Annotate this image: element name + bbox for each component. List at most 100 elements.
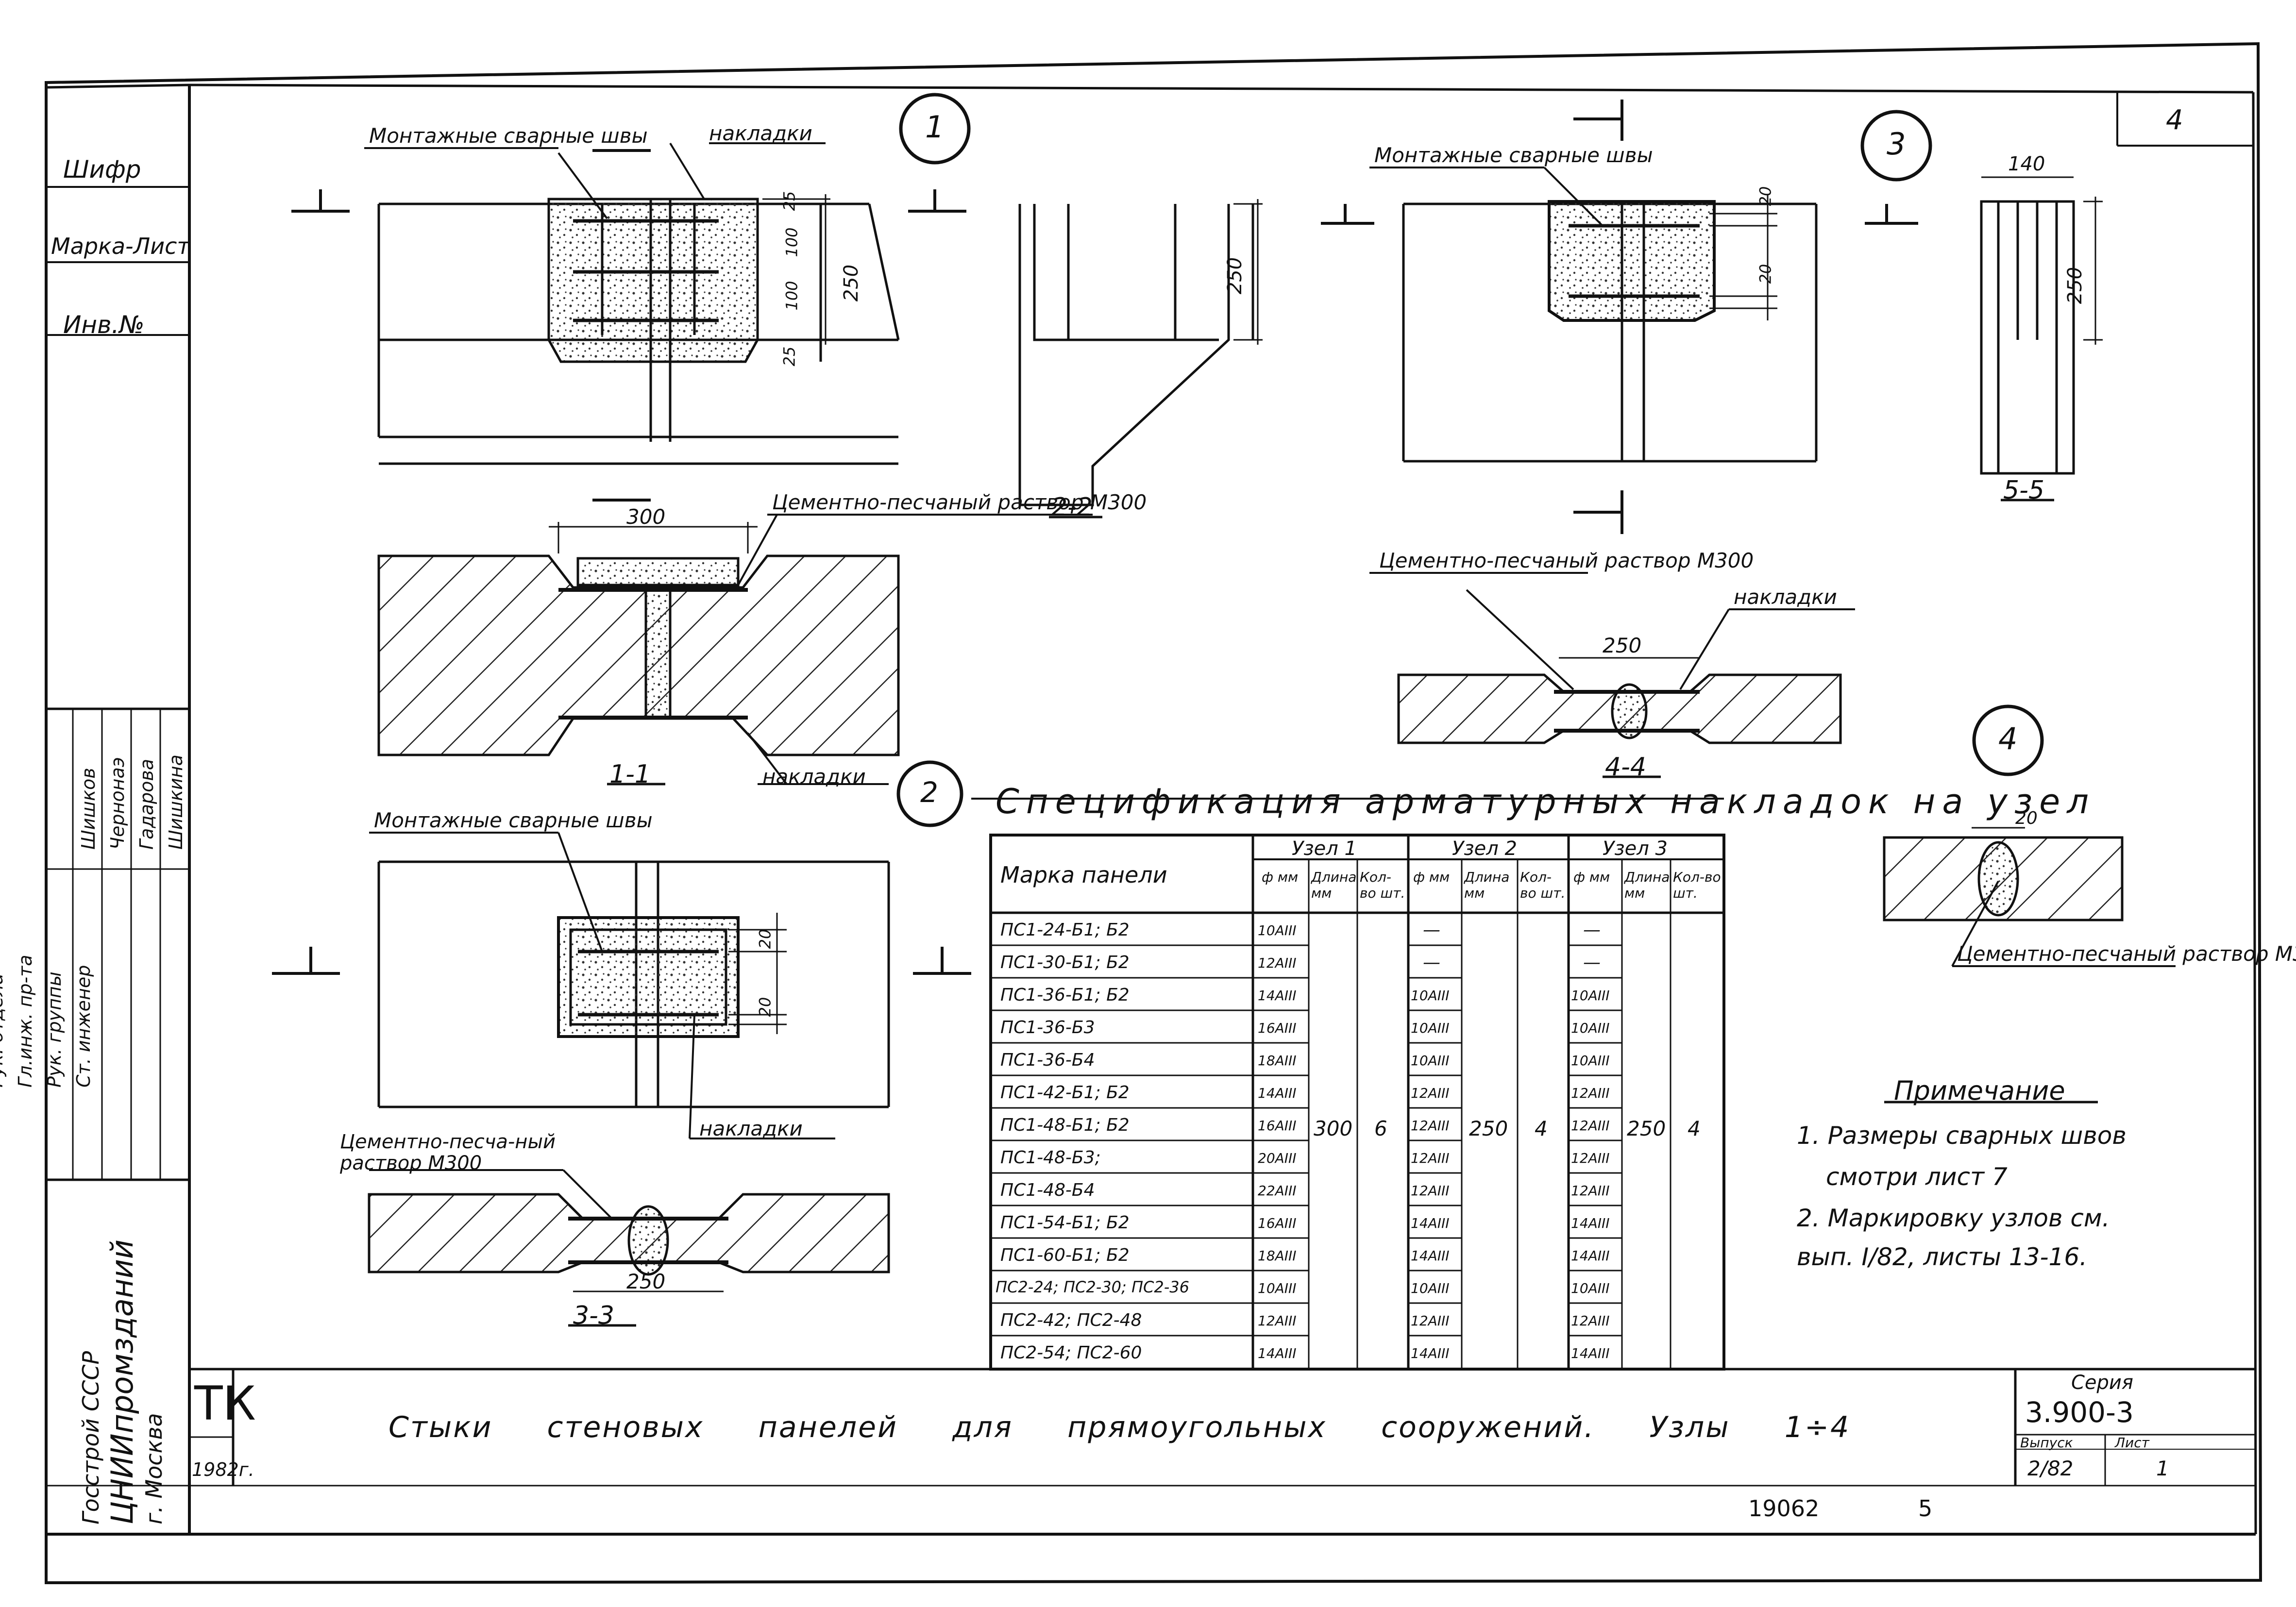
- dim-250-section4: 250: [1603, 634, 1642, 657]
- spec-row-6-d3: 12АIII: [1571, 1085, 1610, 1101]
- spec-table-grid: [989, 834, 1725, 1371]
- dim-250-side: 250: [1224, 257, 1247, 295]
- spec-sub-dia-2: ф мм: [1413, 869, 1450, 885]
- note-line-3: 2. Маркировку узлов см.: [1797, 1204, 2110, 1232]
- spec-row-5-d1: 18АIII: [1258, 1053, 1297, 1069]
- spec-row-1-d3: —: [1583, 920, 1601, 940]
- spec-sub-len-1: Длина мм: [1311, 869, 1357, 901]
- spec-row-1-d1: 10АIII: [1258, 922, 1297, 938]
- spec-row-9-d2: 12АIII: [1411, 1183, 1450, 1199]
- tb-issue-label: Выпуск: [2020, 1435, 2073, 1451]
- spec-row-5-d3: 10АIII: [1571, 1053, 1610, 1069]
- spec-row-6-d2: 12АIII: [1411, 1085, 1450, 1101]
- dim-100b-node1: 100: [782, 281, 801, 311]
- sheet-number: 4: [2166, 104, 2183, 136]
- node1-elevation: [377, 198, 900, 465]
- callout-mortar-4: Цементно-песчаный раствор М300: [1957, 942, 2296, 966]
- callout-plates-1: накладки: [709, 121, 812, 145]
- org-cniipromzdaniy: ЦНИИпромзданий: [104, 1239, 140, 1524]
- section-label-5-5: 5-5: [2003, 476, 2044, 505]
- spec-row-12-d1: 10АIII: [1258, 1280, 1297, 1296]
- node2-number: 2: [920, 776, 938, 809]
- spec-row-14-d1: 14АIII: [1258, 1345, 1297, 1361]
- dim-25a-node1: 25: [780, 191, 799, 211]
- spec-row-1-mark: ПС1-24-Б1; Б2: [1000, 920, 1130, 940]
- spec-row-11-d1: 18АIII: [1258, 1248, 1297, 1264]
- callout-mortar-2: Цементно-песча-ный раствор М300: [340, 1131, 556, 1174]
- node3-circle: [1860, 110, 1932, 182]
- spec-row-4-d1: 16АIII: [1258, 1020, 1297, 1036]
- spec-node2-length: 250: [1469, 1117, 1508, 1140]
- role-head-dept: Рук. отдела: [0, 973, 7, 1088]
- spec-row-6-d1: 14АIII: [1258, 1085, 1297, 1101]
- spec-row-7-d3: 12АIII: [1571, 1118, 1610, 1134]
- spec-row-10-d3: 14АIII: [1571, 1215, 1610, 1231]
- dim-250-node1: 250: [840, 264, 863, 302]
- tb-page-number: 5: [1918, 1495, 1933, 1522]
- section-4-4: [1397, 673, 1842, 744]
- note-line-1: 1. Размеры сварных швов: [1797, 1122, 2127, 1150]
- dim-20b-node2: 20: [756, 997, 775, 1017]
- tb-sheet-label: Лист: [2115, 1435, 2149, 1451]
- spec-row-5-d2: 10АIII: [1411, 1053, 1450, 1069]
- section-label-3-3: 3-3: [573, 1301, 614, 1330]
- node4-number: 4: [1998, 721, 2018, 756]
- section-label-2-2: 2-2: [1051, 493, 1093, 522]
- section-5-5: [1980, 200, 2075, 475]
- callout-plates-2: накладки: [699, 1117, 803, 1140]
- node1-circle: [899, 93, 971, 165]
- tb-issue: 2/82: [2027, 1456, 2074, 1480]
- section-1-1: [377, 554, 900, 756]
- spec-row-8-d2: 12АIII: [1411, 1150, 1450, 1166]
- dim-20a-node2: 20: [756, 929, 775, 949]
- spec-row-2-d2: —: [1423, 953, 1440, 972]
- spec-row-3-d1: 14АIII: [1258, 988, 1297, 1004]
- spec-row-7-d2: 12АIII: [1411, 1118, 1450, 1134]
- role-group-head: Рук. группы: [44, 971, 65, 1088]
- tb-code: ТК: [194, 1376, 256, 1431]
- spec-sub-len-3: Длина мм: [1624, 869, 1670, 901]
- spec-row-5-mark: ПС1-36-Б4: [1000, 1050, 1095, 1070]
- spec-node1-length: 300: [1314, 1117, 1353, 1140]
- section-3-3: [368, 1193, 890, 1276]
- spec-row-7-mark: ПС1-48-Б1; Б2: [1000, 1115, 1130, 1135]
- node1-side-view: [1018, 204, 1254, 506]
- spec-col-panel-mark: Марка панели: [1000, 862, 1167, 888]
- section-label-4-4: 4-4: [1605, 753, 1646, 782]
- callout-montage-welds-1: Монтажные сварные швы: [369, 124, 648, 148]
- callout-plates-1-1: накладки: [762, 765, 866, 788]
- spec-sub-qty-2: Кол-во шт.: [1520, 869, 1566, 901]
- spec-row-2-d1: 12АIII: [1258, 955, 1297, 971]
- spec-title: Спецификация арматурных накладок на узел: [996, 782, 2095, 821]
- node3-number: 3: [1887, 126, 1906, 162]
- spec-row-9-d1: 22АIII: [1258, 1183, 1297, 1199]
- dim-20b-node3: 20: [1756, 264, 1775, 284]
- spec-row-3-d2: 10АIII: [1411, 988, 1450, 1004]
- tb-sheet: 1: [2156, 1456, 2169, 1480]
- node3-elevation: [1402, 200, 1818, 463]
- node4-detail: [1883, 836, 2124, 921]
- spec-node1-qty: 6: [1374, 1117, 1387, 1140]
- spec-sub-len-2: Длина мм: [1464, 869, 1510, 901]
- side-label-inventory: Инв.№: [63, 311, 145, 339]
- spec-row-6-mark: ПС1-42-Б1; Б2: [1000, 1083, 1130, 1103]
- spec-row-11-mark: ПС1-60-Б1; Б2: [1000, 1245, 1130, 1265]
- dim-25b-node1: 25: [780, 346, 799, 367]
- org-moscow: г. Москва: [141, 1413, 167, 1524]
- dim-250-section5: 250: [2064, 267, 2087, 304]
- role-senior-engineer: Ст. инженер: [73, 965, 94, 1088]
- spec-row-14-mark: ПС2-54; ПС2-60: [1000, 1343, 1142, 1363]
- callout-montage-welds-3: Монтажные сварные швы: [1374, 143, 1653, 167]
- section-label-1-1: 1-1: [609, 760, 651, 789]
- dim-20a-node3: 20: [1756, 186, 1775, 206]
- side-label-cipher: Шифр: [63, 155, 141, 184]
- spec-row-10-mark: ПС1-54-Б1; Б2: [1000, 1213, 1130, 1233]
- spec-row-4-mark: ПС1-36-Б3: [1000, 1018, 1095, 1038]
- spec-row-7-d1: 16АIII: [1258, 1118, 1297, 1134]
- spec-sub-dia-1: ф мм: [1262, 869, 1299, 885]
- side-label-mark-sheet: Марка-Лист: [51, 233, 190, 259]
- spec-row-8-d3: 12АIII: [1571, 1150, 1610, 1166]
- tb-series-label: Серия: [2071, 1372, 2133, 1394]
- spec-node2-qty: 4: [1535, 1117, 1548, 1140]
